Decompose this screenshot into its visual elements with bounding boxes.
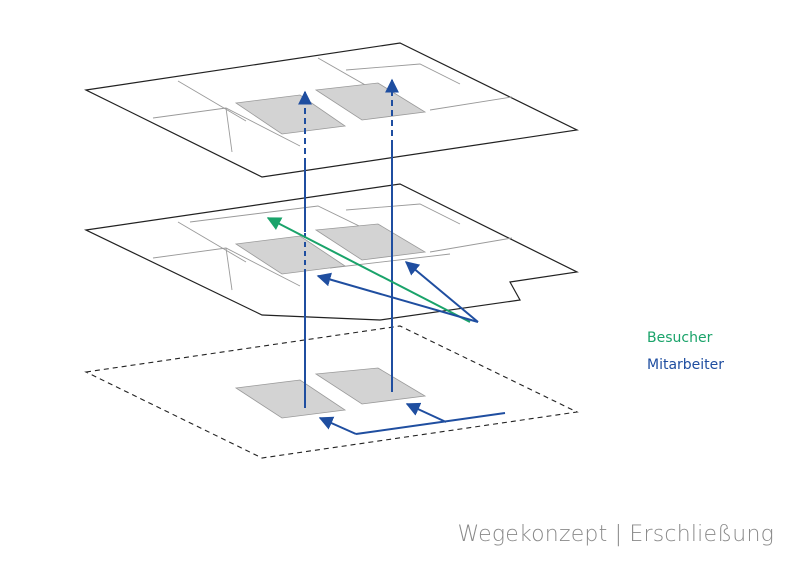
ground-core-right <box>314 367 427 405</box>
top-floor-outline <box>84 42 579 178</box>
ground-staff-routes <box>318 402 506 435</box>
ground-core-left <box>234 379 347 419</box>
middle-floor-plate <box>83 183 579 321</box>
middle-floor-routes <box>266 217 479 323</box>
vertical-circulation <box>298 78 399 408</box>
staff-route-left <box>316 272 479 323</box>
middle-floor-outline <box>83 183 579 321</box>
top-core-right <box>314 82 427 121</box>
ground-route-main <box>355 412 506 435</box>
diagram-caption: Wegekonzept | Erschließung <box>457 522 774 547</box>
top-floor-inner-lines <box>152 57 513 153</box>
ground-floor-outline <box>84 325 579 459</box>
staff-route-right <box>404 261 479 323</box>
ground-route-right <box>405 402 447 423</box>
legend-staff: Mitarbeiter <box>647 357 725 373</box>
middle-core-right <box>314 223 427 261</box>
top-floor-plate <box>84 42 579 178</box>
ground-floor-plate <box>84 325 579 459</box>
middle-core-left <box>234 235 347 275</box>
ground-route-left <box>318 416 357 435</box>
legend-visitor: Besucher <box>647 330 713 346</box>
top-core-left <box>234 94 347 135</box>
visitor-route <box>266 217 471 323</box>
